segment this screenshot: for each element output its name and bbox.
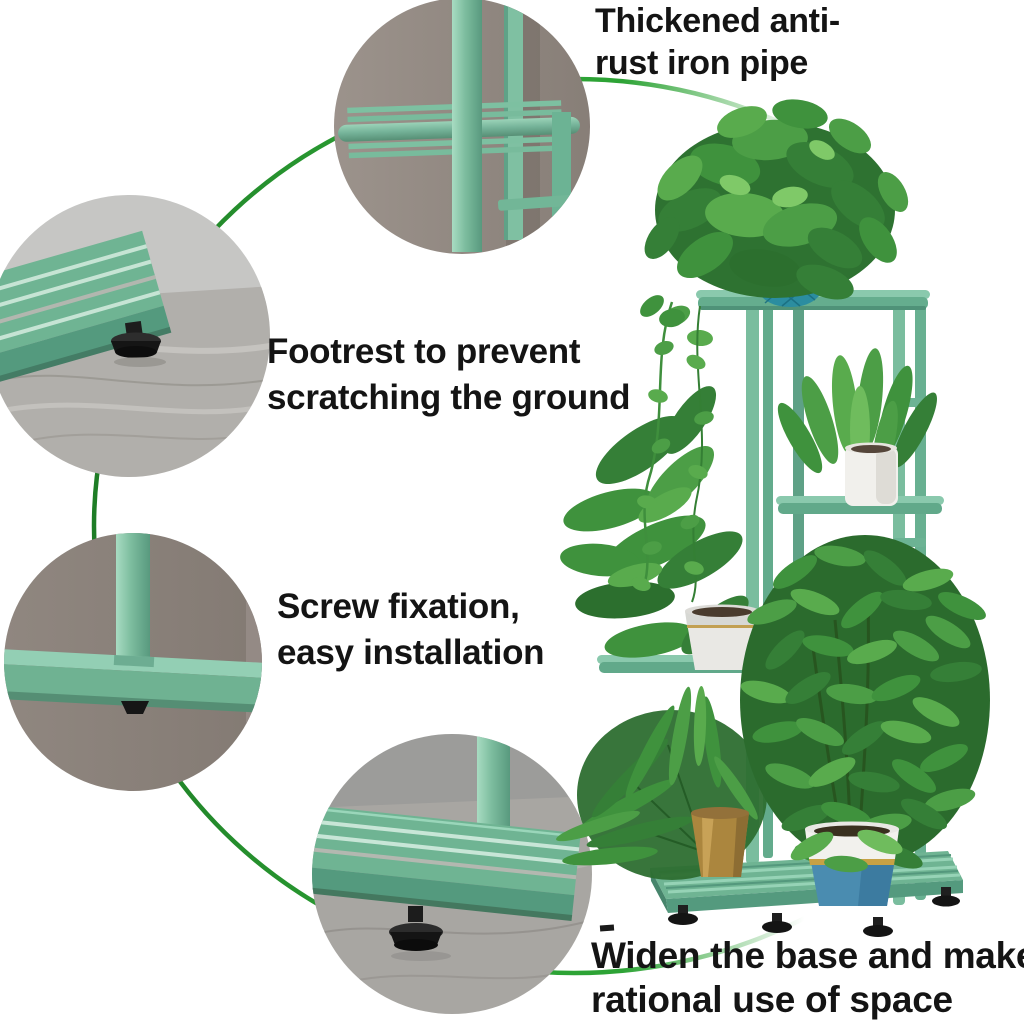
- feature-label-base-line1: Widen the base and make: [591, 935, 1024, 976]
- feature-label-screw-line1: Screw fixation,: [277, 587, 520, 626]
- plant-bush: [740, 535, 990, 869]
- pot-white: [845, 442, 898, 506]
- callout-circle-pipe-detail: [334, 0, 590, 254]
- base-feet: [599, 887, 960, 937]
- plant-pothos: [640, 99, 909, 347]
- feature-label-footrest-line2: scratching the ground: [267, 378, 631, 417]
- feature-label-screw-line2: easy installation: [277, 633, 545, 672]
- callout-circle-base-detail: [312, 734, 592, 1014]
- callout-circle-footrest-detail: [0, 195, 270, 477]
- feature-label-screw: Screw fixation, easy installation: [277, 584, 545, 676]
- feature-label-base-line2: rational use of space: [591, 979, 953, 1020]
- feature-label-footrest-line1: Footrest to prevent: [267, 332, 581, 371]
- feature-label-pipe-line1: Thickened anti-: [595, 2, 840, 40]
- feature-label-footrest: Footrest to prevent scratching the groun…: [267, 329, 630, 421]
- feature-label-pipe-line2: rust iron pipe: [595, 44, 809, 82]
- pot-gold: [691, 807, 749, 877]
- feature-label-base: Widen the base and make rational use of …: [591, 934, 1024, 1022]
- product-photo: [556, 99, 990, 937]
- callout-circle-screw-detail: [4, 533, 262, 791]
- feature-label-pipe: Thickened anti- rust iron pipe: [595, 0, 840, 84]
- plant-vines: [631, 301, 714, 603]
- pot-gold-rim: [685, 604, 759, 670]
